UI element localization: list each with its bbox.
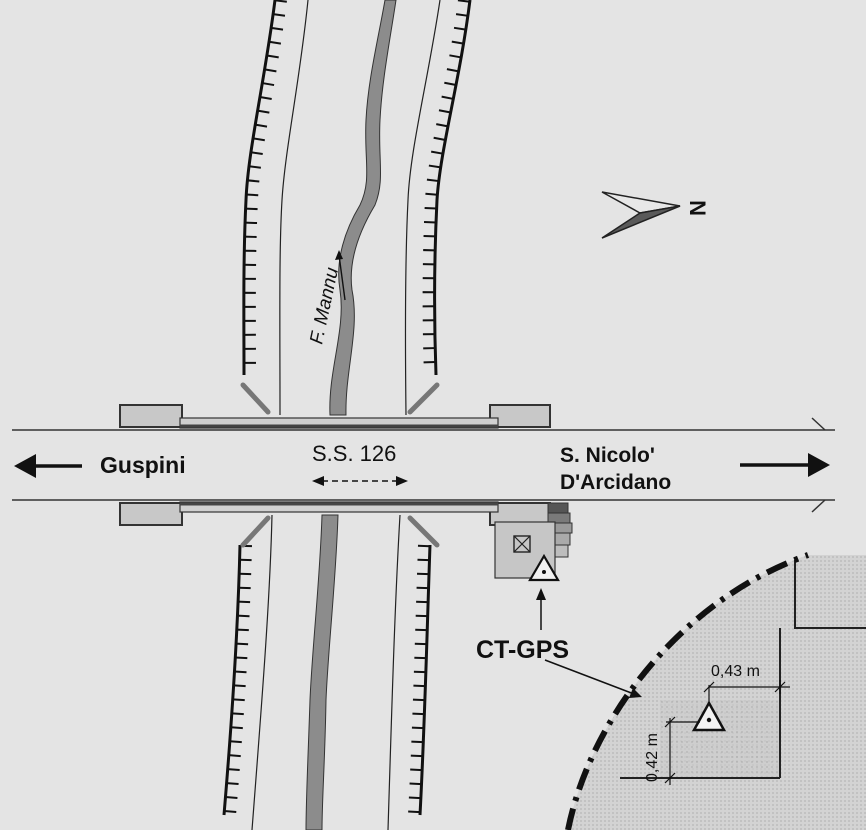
gps-marker-icon [528, 553, 560, 582]
detail-pointer [544, 659, 642, 698]
bridge-parapets [179, 417, 499, 513]
offset-y-label: 0,42 m [644, 733, 661, 782]
bridge-wing-walls [240, 382, 440, 548]
arrow-west [14, 454, 82, 478]
river-flow-arrow [335, 250, 346, 301]
dimension-x [703, 680, 790, 703]
east-town-label-line1: S. Nicolo' [560, 444, 655, 467]
embankment-right-lower [408, 544, 432, 816]
bridge-abutments [119, 404, 551, 526]
embankment-left-lower [222, 544, 252, 816]
road-direction-arrow [312, 476, 408, 486]
road-label: S.S. 126 [312, 441, 396, 466]
river-label: F. Mannu [306, 265, 343, 346]
north-label: N [685, 200, 710, 216]
arrow-east [740, 453, 830, 477]
riverbed-lines [251, 0, 441, 830]
embankment-left-upper [242, 0, 287, 376]
road-edges [12, 417, 835, 513]
dimension-y [664, 716, 700, 785]
embankment-right-upper [422, 0, 472, 376]
river [305, 0, 397, 830]
detail-inset [565, 552, 866, 830]
east-town-label-line2: D'Arcidano [560, 471, 671, 494]
detail-gps-marker-icon [691, 700, 727, 732]
station-pointer [536, 588, 546, 630]
north-arrow-icon [601, 191, 681, 239]
offset-x-label: 0,43 m [711, 663, 760, 680]
west-town-label: Guspini [100, 452, 186, 478]
station-label: CT-GPS [476, 636, 569, 664]
